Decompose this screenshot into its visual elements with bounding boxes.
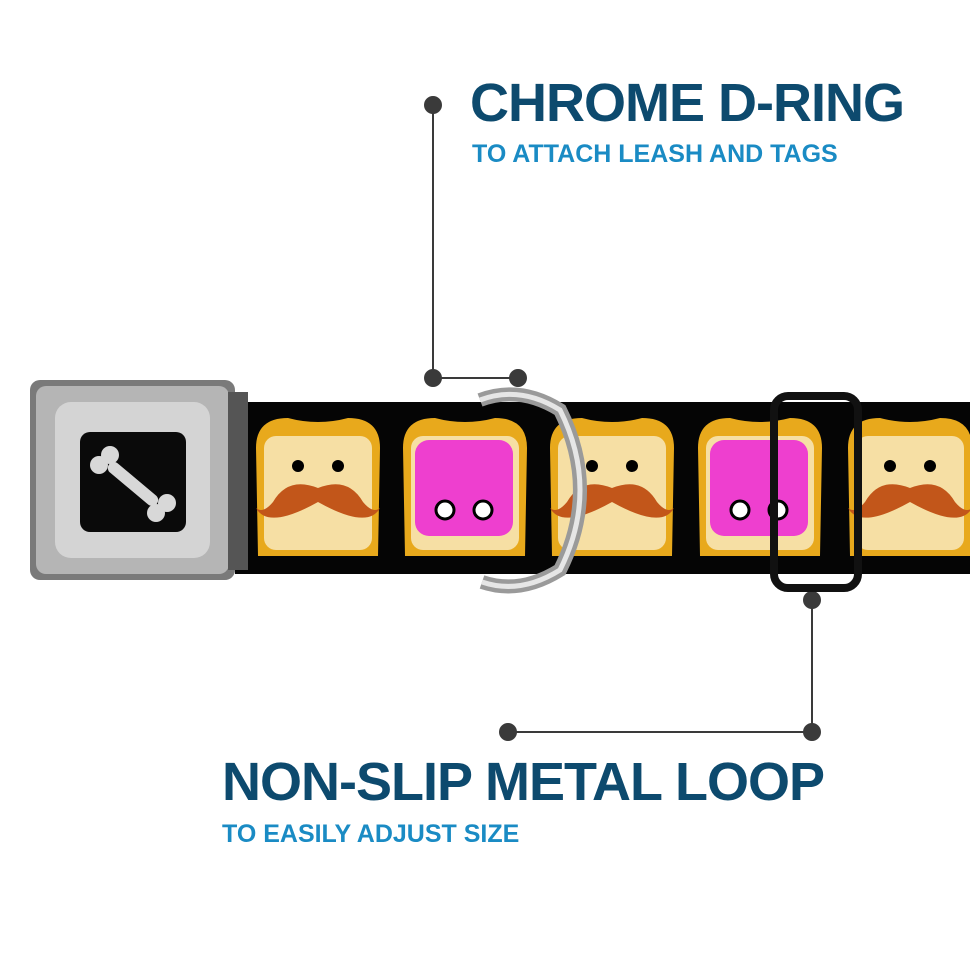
mustache-toast: [848, 418, 970, 556]
loop-subtitle: TO EASILY ADJUST SIZE: [222, 820, 520, 848]
mustache: [256, 484, 380, 518]
d-ring-title: CHROME D-RING: [470, 73, 905, 133]
loop-title: NON-SLIP METAL LOOP: [222, 752, 825, 812]
mustache: [848, 484, 970, 518]
d-ring-callout-line: [424, 96, 527, 387]
metal-loop: [770, 392, 862, 592]
jelly-toast: [698, 418, 822, 556]
d-ring-subtitle: TO ATTACH LEASH AND TAGS: [472, 140, 838, 168]
bone-icon: [90, 446, 176, 522]
mustache-toast: [256, 418, 380, 556]
jelly-toast: [403, 418, 527, 556]
loop-callout-line: [499, 591, 821, 741]
buckle: [30, 380, 248, 580]
